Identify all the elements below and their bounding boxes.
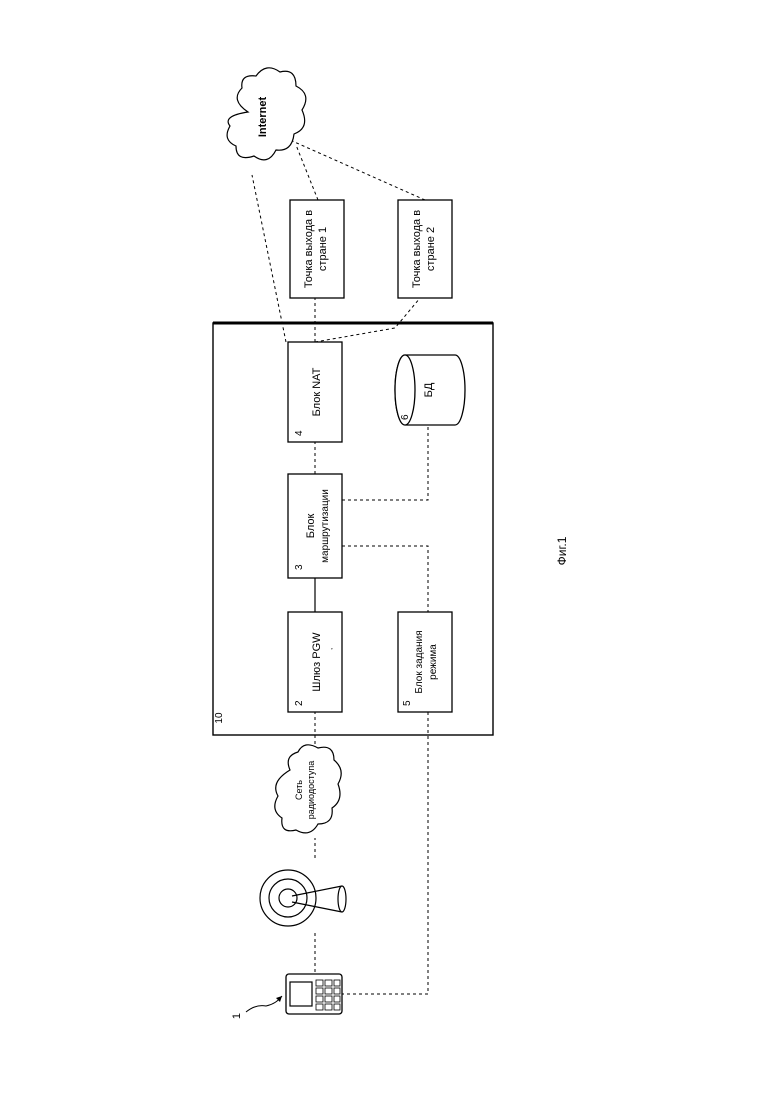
routing-label-line-1: Блок — [305, 514, 317, 539]
radio-network-label-line-2: радиодоступа — [306, 761, 316, 819]
database-number: 6 — [400, 414, 411, 420]
pgw-gateway-number: 2 — [294, 700, 305, 706]
mode-setting-number: 5 — [402, 700, 413, 706]
routing-number: 3 — [294, 564, 305, 570]
mode-setting-label-line-2: режима — [428, 644, 439, 680]
exit-point-1-label-line-1: Точка выхода в — [303, 210, 315, 288]
pgw-gateway-label: Шлюз PGW — [311, 632, 323, 692]
internet-label: Internet — [257, 96, 269, 137]
link-nat-exit-2 — [315, 298, 420, 342]
mobile-phone-number: 1 — [231, 1013, 243, 1019]
link-routing-mode — [342, 546, 428, 612]
system-number: 10 — [214, 712, 225, 724]
database: 6 БД — [395, 355, 465, 425]
antenna-icon — [260, 870, 346, 926]
database-label: БД — [423, 382, 435, 397]
radio-network-label-line-1: Сеть — [294, 780, 304, 800]
link-nat-internet — [252, 175, 286, 342]
nat-block: 4 Блок NAT — [288, 342, 342, 442]
exit-point-country-1: Точка выхода в стране 1 — [290, 200, 344, 298]
mode-setting-label-line-1: Блок задания — [414, 630, 425, 693]
nat-label: Блок NAT — [311, 367, 323, 416]
internet-cloud: Internet — [227, 68, 306, 160]
link-exit-1-internet — [296, 145, 318, 200]
link-routing-db — [342, 425, 428, 500]
routing-label-line-2: маршрутизации — [320, 489, 331, 563]
exit-point-country-2: Точка выхода в стране 2 — [398, 200, 452, 298]
exit-point-1-label-line-2: стране 1 — [317, 227, 329, 271]
figure-caption: Фиг.1 — [555, 536, 569, 565]
nat-number: 4 — [294, 430, 305, 436]
link-exit-2-internet — [290, 140, 425, 200]
exit-point-2-label-line-2: стране 2 — [425, 227, 437, 271]
pgw-gateway-block: 2 Шлюз PGW , — [288, 612, 342, 712]
exit-point-2-label-line-1: Точка выхода в — [411, 210, 423, 288]
mobile-phone-icon: 1 — [231, 974, 342, 1019]
mode-setting-block: 5 Блок задания режима — [398, 612, 452, 712]
routing-block: 3 Блок маршрутизации — [288, 474, 342, 578]
link-mode-phone — [342, 712, 428, 994]
pgw-gateway-mark: , — [325, 648, 334, 650]
radio-access-network-cloud: Сеть радиодоступа — [275, 745, 341, 833]
